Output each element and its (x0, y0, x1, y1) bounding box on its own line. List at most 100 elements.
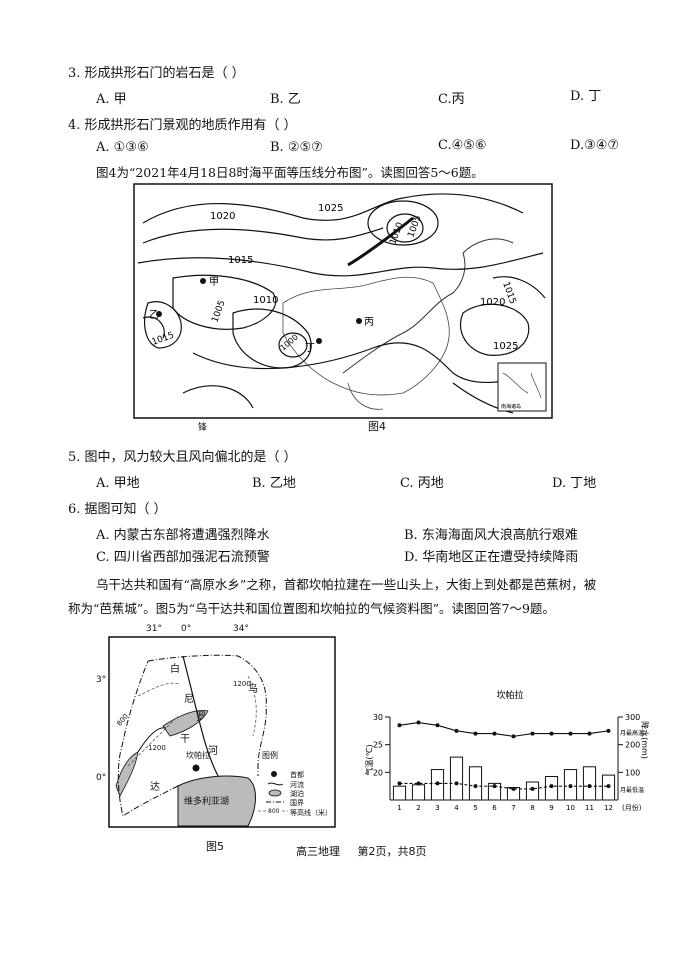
precip-bar (411, 784, 426, 801)
chart-axes (385, 716, 623, 801)
x-tick-label: 3 (435, 804, 439, 812)
place-yi-dot (156, 311, 162, 317)
q4-option-a[interactable]: A. ①③⑥ (96, 140, 149, 155)
country-char: 达 (150, 782, 160, 793)
min-temp-point (587, 784, 592, 789)
max-temp-point (587, 731, 592, 736)
q5-option-c[interactable]: C. 丙地 (400, 476, 444, 491)
isobar-line (278, 332, 308, 358)
map-frame (133, 183, 553, 419)
q6-option-a[interactable]: A. 内蒙古东部将遭遇强烈降水 (96, 528, 270, 543)
nile-char: 罗 (196, 712, 206, 723)
q6-option-c[interactable]: C. 四川省西部加强泥石流预警 (96, 550, 270, 565)
min-temp-point (397, 781, 402, 786)
x-tick-label: 7 (511, 804, 515, 812)
max-temp-line (399, 721, 609, 737)
chart-title: 坎帕拉 (496, 690, 523, 701)
min-temp-point (435, 781, 440, 786)
legend-river-symbol (267, 782, 284, 786)
max-temp-point (568, 731, 573, 736)
y-axis-label-right: 降水(mm) (640, 721, 650, 759)
q4-option-c[interactable]: C.④⑤⑥ (438, 138, 487, 153)
isobar-label: 1025 (493, 341, 518, 352)
y-axis-label-left: 气温(℃) (364, 744, 374, 775)
q6-option-d[interactable]: D. 华南地区正在遭受持续降雨 (404, 550, 579, 565)
lon-label: 31° (146, 624, 162, 634)
inset-label: 南海诸岛 (501, 403, 521, 410)
lake-kyoga (162, 709, 209, 737)
contour-label: 1200 (148, 744, 166, 752)
q5-option-d[interactable]: D. 丁地 (552, 476, 597, 491)
precip-bar (544, 775, 559, 801)
front-legend-label: 锋 (198, 423, 208, 433)
q4-option-b[interactable]: B. ②⑤⑦ (270, 140, 323, 155)
national-border (117, 654, 267, 817)
min-temp-point (511, 786, 516, 791)
right-tick-label: 300 (625, 713, 640, 722)
fig4-intro: 图4为“2021年4月18日8时海平面等压线分布图”。读图回答5～6题。 (96, 165, 484, 180)
page-footer: 高三地理 第2页，共8页 (296, 845, 427, 858)
x-tick-label: 11 (585, 804, 594, 812)
isobar-line (367, 200, 439, 246)
x-tick-label: 10 (566, 804, 575, 812)
q4-option-d[interactable]: D.③④⑦ (570, 138, 620, 153)
x-tick-label: 2 (416, 804, 420, 812)
legend-item: 湖泊 (290, 790, 304, 798)
contour-line (127, 675, 257, 767)
nile-char: 白 (170, 664, 180, 675)
precip-bar (449, 756, 464, 801)
right-tick-label: 200 (625, 741, 640, 750)
isobar-line (142, 193, 524, 224)
place-yi: 乙 (149, 309, 159, 321)
uganda-map (108, 636, 336, 828)
legend-item: 等高线（米） (290, 809, 332, 817)
x-tick-label: 5 (473, 804, 477, 812)
q5-option-a[interactable]: A. 甲地 (96, 476, 140, 491)
max-temp-point (530, 731, 535, 736)
q3-option-c[interactable]: C.丙 (438, 92, 465, 107)
min-temp-point (606, 784, 611, 789)
max-temp-point (435, 723, 440, 728)
place-bing-dot (356, 318, 362, 324)
capital-dot (192, 764, 200, 772)
q3-option-a[interactable]: A. 甲 (96, 92, 127, 107)
left-tick-label: 20 (373, 768, 383, 777)
coastline-south (347, 382, 384, 410)
isobar-line (144, 301, 182, 349)
q3-option-b[interactable]: B. 乙 (270, 92, 301, 107)
x-tick-label: 8 (530, 804, 534, 812)
max-temp-point (416, 720, 421, 725)
right-tick-label: 100 (625, 768, 640, 777)
nile-char: 尼 (184, 694, 194, 705)
isobar-line (386, 213, 424, 243)
precip-bar (468, 766, 483, 801)
q3-option-d[interactable]: D. 丁 (570, 89, 602, 104)
isobar-label: 1015 (228, 255, 253, 266)
country-char: 乌 (248, 684, 258, 695)
q6-option-b[interactable]: B. 东海海面风大浪高航行艰难 (404, 528, 578, 543)
isobar-label: 1025 (318, 203, 343, 214)
isobar-line (182, 385, 254, 409)
place-bing: 丙 (364, 317, 374, 328)
left-tick-label: 25 (373, 741, 383, 750)
isobar-label: 1020 (480, 297, 505, 308)
isobar-line (172, 274, 277, 330)
isobar-line (460, 303, 530, 356)
precip-bar (392, 785, 407, 801)
lake-label: 维多利亚湖 (184, 797, 230, 807)
south-sea-inset (497, 362, 547, 412)
legend-lake-symbol (268, 789, 282, 797)
q6-stem: 6. 据图可知（ ） (68, 502, 167, 517)
legend-contour-value: 800 (268, 808, 280, 815)
q5-option-b[interactable]: B. 乙地 (252, 476, 296, 491)
x-tick-label: 9 (549, 804, 553, 812)
x-tick-label: 1 (397, 804, 401, 812)
isobar-line (232, 308, 312, 369)
q4-stem: 4. 形成拱形石门景观的地质作用有（ ） (68, 118, 297, 133)
isobar-line (192, 342, 544, 383)
isobar-label: 1020 (210, 211, 235, 222)
min-temp-point (530, 786, 535, 791)
max-temp-point (606, 728, 611, 733)
legend-capital-symbol (271, 771, 277, 777)
